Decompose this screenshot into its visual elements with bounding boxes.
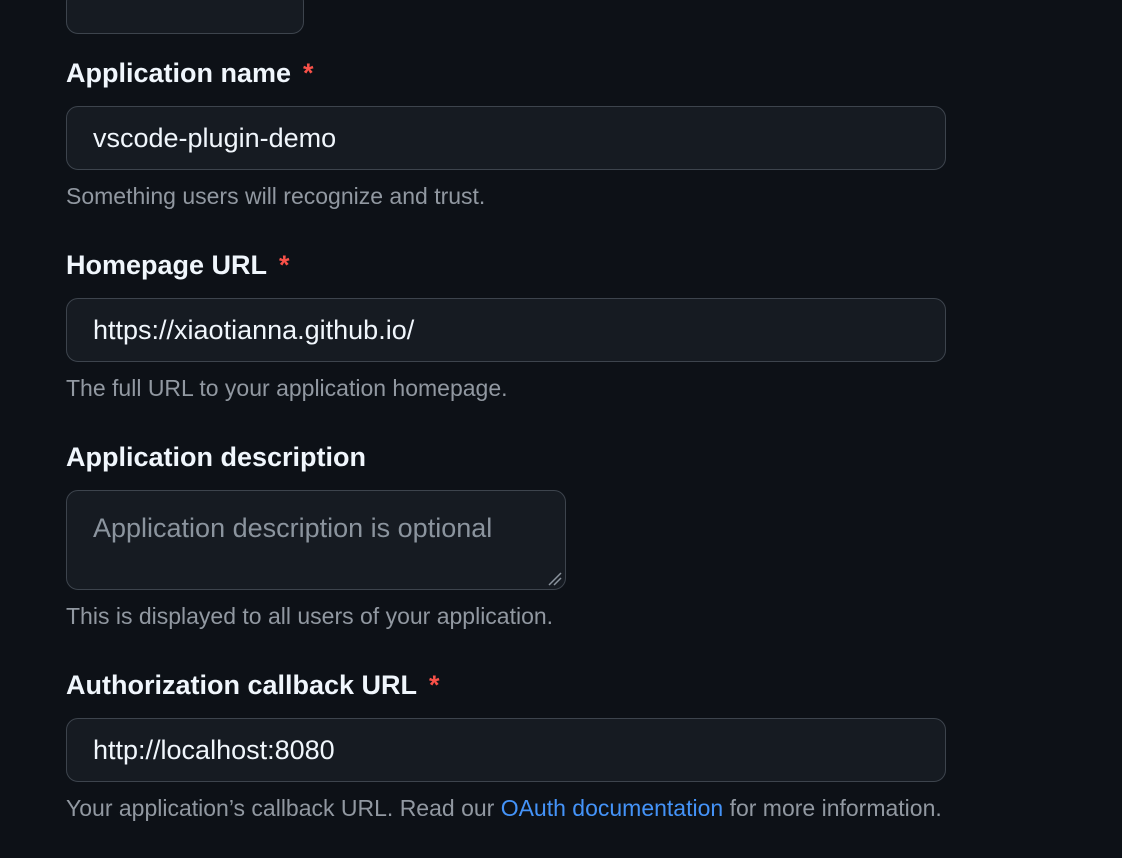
- app-name-label-text: Application name: [66, 58, 292, 88]
- required-mark: *: [279, 250, 290, 280]
- description-label-text: Application description: [66, 442, 367, 472]
- description-label: Application description: [66, 441, 366, 473]
- app-name-label: Application name *: [66, 57, 314, 89]
- callback-url-label-text: Authorization callback URL: [66, 670, 418, 700]
- previous-field-box[interactable]: [66, 0, 304, 34]
- homepage-url-input[interactable]: [66, 298, 946, 362]
- callback-url-hint-prefix: Your application’s callback URL. Read ou…: [66, 795, 501, 821]
- oauth-documentation-link[interactable]: OAuth documentation: [500, 795, 724, 821]
- description-hint: This is displayed to all users of your a…: [66, 603, 554, 629]
- app-name-input[interactable]: [66, 106, 946, 170]
- homepage-url-label-text: Homepage URL: [66, 250, 268, 280]
- callback-url-label: Authorization callback URL *: [66, 669, 440, 701]
- required-mark: *: [303, 58, 314, 88]
- callback-url-hint: Your application’s callback URL. Read ou…: [66, 794, 942, 822]
- resize-handle-icon[interactable]: [548, 572, 562, 586]
- app-name-hint: Something users will recognize and trust…: [66, 183, 486, 209]
- callback-url-input[interactable]: [66, 718, 946, 782]
- description-textarea[interactable]: [66, 490, 566, 590]
- callback-url-hint-suffix: for more information.: [723, 795, 942, 821]
- required-mark: *: [429, 670, 440, 700]
- homepage-url-hint: The full URL to your application homepag…: [66, 375, 508, 401]
- homepage-url-label: Homepage URL *: [66, 249, 290, 281]
